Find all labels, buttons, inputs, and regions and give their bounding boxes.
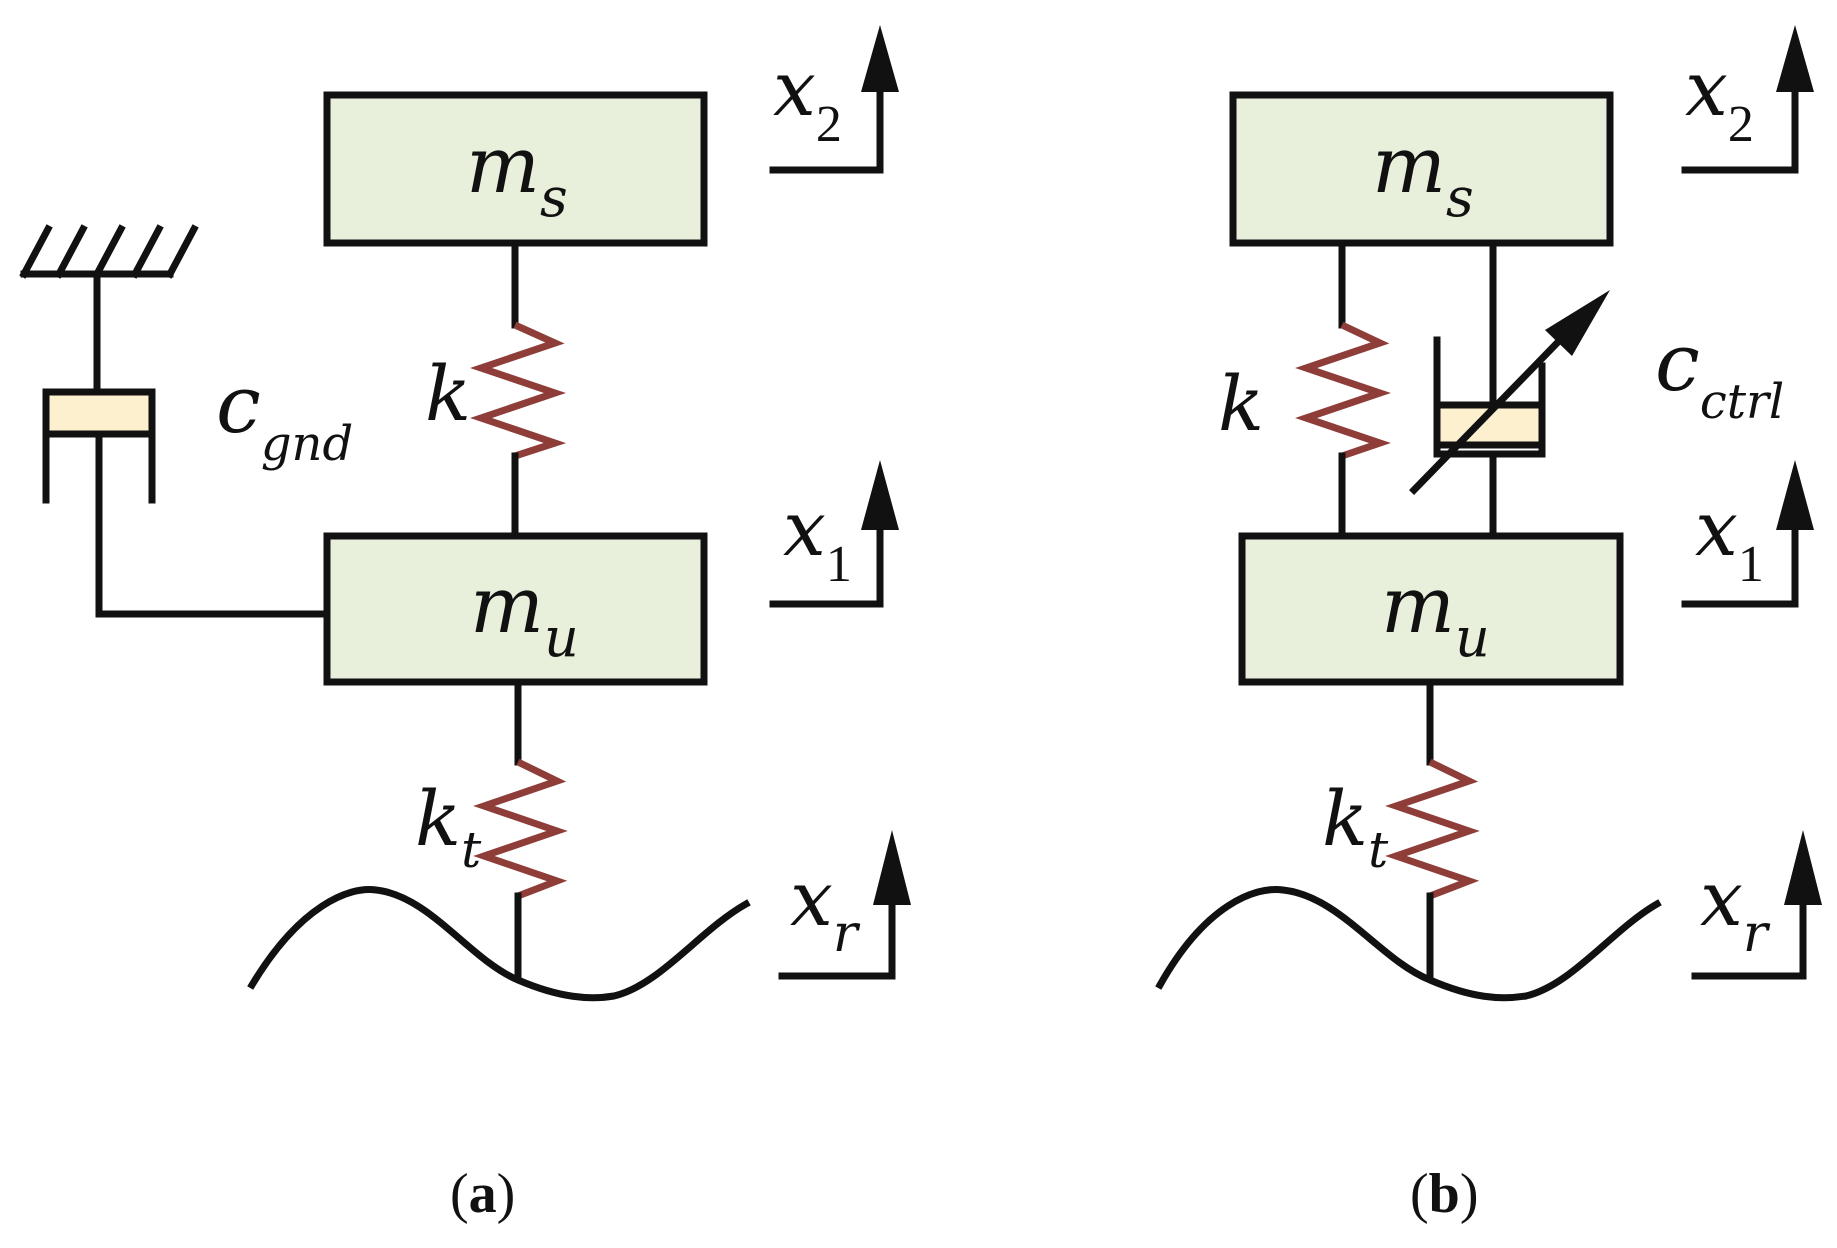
label-k-b: k [1218, 359, 1264, 448]
arrow-x2 [769, 25, 899, 174]
suspension-spring [470, 321, 567, 460]
tire-spring-b [1385, 758, 1480, 900]
caption-b: (b) [1410, 1163, 1478, 1225]
arrow-x2-b [1681, 25, 1814, 174]
sprung-mass-box-b [1229, 91, 1614, 247]
label-cgnd: cgnd [216, 358, 353, 472]
label-x1-a: x1 [783, 484, 852, 593]
arrow-xr [778, 830, 911, 980]
road-profile-b [1155, 886, 1662, 1002]
label-xr-b: xr [1700, 854, 1771, 964]
label-ms-a: ms [466, 121, 568, 229]
ground-damper [42, 270, 331, 618]
unsprung-mass-box-b [1238, 532, 1624, 686]
label-mu-a: mu [470, 561, 579, 669]
label-x1-b: x1 [1695, 484, 1764, 593]
label-xr-a: xr [790, 854, 861, 964]
controllable-damper [1409, 239, 1610, 540]
arrow-x1-b [1681, 460, 1814, 608]
unsprung-mass-box [323, 532, 708, 686]
label-kt-a: kt [415, 774, 482, 879]
panel-a: ms mu k kt cgnd x2 x1 xr (a) [19, 25, 911, 1225]
label-k-a: k [425, 349, 471, 438]
road-profile [247, 886, 751, 1002]
ground-hatch [19, 224, 199, 279]
panel-b: ms mu k kt cctrl x2 x1 xr (b) [1155, 25, 1822, 1225]
arrow-x1 [769, 460, 899, 608]
caption-a: (a) [450, 1163, 515, 1225]
label-x2-a: x2 [773, 44, 842, 153]
suspension-spring-b [1295, 321, 1391, 460]
label-kt-b: kt [1322, 774, 1389, 879]
label-mu-b: mu [1381, 561, 1490, 669]
label-cctrl: cctrl [1655, 316, 1784, 430]
label-ms-b: ms [1372, 121, 1474, 229]
tire-spring [473, 758, 568, 900]
arrow-xr-b [1691, 830, 1822, 980]
label-x2-b: x2 [1685, 44, 1754, 153]
